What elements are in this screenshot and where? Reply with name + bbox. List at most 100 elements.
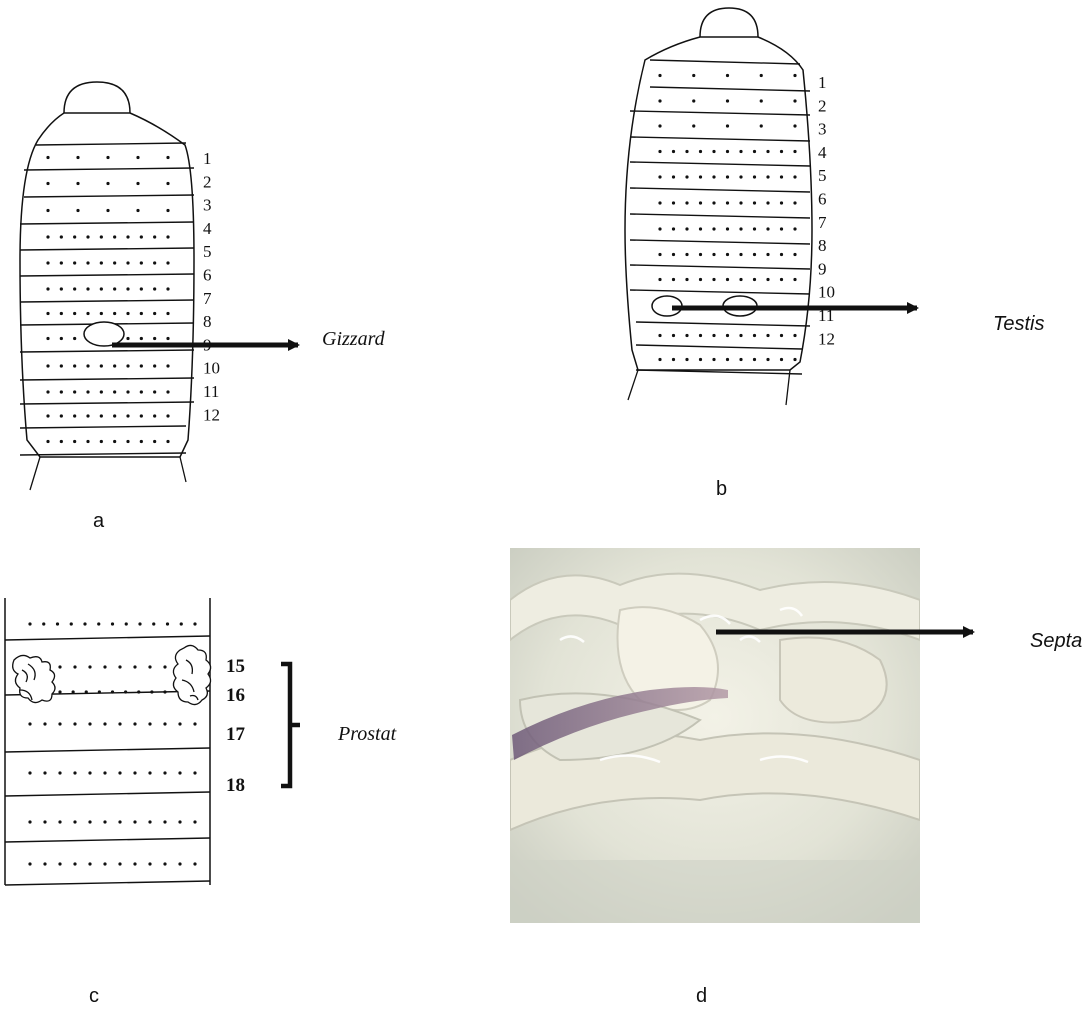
- setae-dot: [126, 312, 129, 315]
- setae-dot: [793, 358, 796, 361]
- setae-dot: [73, 261, 76, 264]
- setae-dot: [766, 358, 769, 361]
- setae-dot: [766, 227, 769, 230]
- panel-c-segment-dots: [28, 622, 196, 865]
- panel-c-caption: c: [89, 985, 99, 1007]
- setae-dot: [46, 156, 49, 159]
- panel-c-bracket: [281, 664, 300, 786]
- setae-dot: [73, 722, 76, 725]
- panel-a-segment-number: 11: [203, 382, 219, 401]
- setae-dot: [166, 287, 169, 290]
- setae-dot: [140, 440, 143, 443]
- panel-b-segment-number: 1: [818, 73, 827, 92]
- panel-a-segment-number: 2: [203, 172, 212, 191]
- setae-dot: [193, 622, 196, 625]
- panel-b-segment-number: 9: [818, 259, 827, 278]
- setae-dot: [46, 261, 49, 264]
- setae-dot: [658, 334, 661, 337]
- setae-dot: [699, 253, 702, 256]
- panel-a-body-outline: [20, 113, 194, 457]
- panel-b-segment-line: [630, 240, 810, 244]
- setae-dot: [178, 820, 181, 823]
- setae-dot: [148, 722, 151, 725]
- setae-dot: [73, 312, 76, 315]
- setae-dot: [58, 820, 61, 823]
- setae-dot: [58, 771, 61, 774]
- setae-dot: [125, 622, 128, 625]
- setae-dot: [712, 334, 715, 337]
- setae-dot: [28, 771, 31, 774]
- setae-dot: [793, 150, 796, 153]
- setae-dot: [73, 287, 76, 290]
- setae-dot: [692, 74, 695, 77]
- setae-dot: [780, 175, 783, 178]
- panel-b-segment-line: [636, 345, 802, 349]
- setae-dot: [126, 261, 129, 264]
- setae-dot: [103, 665, 106, 668]
- setae-dot: [98, 690, 101, 693]
- panel-c-segment-number: 17: [226, 724, 246, 745]
- panel-c-segment-line: [5, 881, 210, 885]
- panel-b-segment-number: 6: [818, 190, 827, 209]
- setae-dot: [73, 862, 76, 865]
- setae-dot: [28, 820, 31, 823]
- panel-b-caption: b: [716, 478, 727, 500]
- panel-a-segment-dots: [46, 156, 169, 443]
- setae-dot: [793, 201, 796, 204]
- setae-dot: [126, 235, 129, 238]
- setae-dot: [699, 175, 702, 178]
- panel-a-segment-number: 6: [203, 266, 212, 285]
- panel-c-organ-label: Prostat: [337, 723, 397, 745]
- setae-dot: [672, 201, 675, 204]
- setae-dot: [28, 722, 31, 725]
- setae-dot: [153, 337, 156, 340]
- setae-dot: [126, 440, 129, 443]
- setae-dot: [113, 390, 116, 393]
- setae-dot: [88, 665, 91, 668]
- panel-b-segment-number: 8: [818, 236, 827, 255]
- setae-dot: [73, 414, 76, 417]
- setae-dot: [113, 364, 116, 367]
- panel-b-segment-number: 5: [818, 166, 827, 185]
- panel-a-segment-line: [20, 378, 194, 380]
- panel-b-segment-line: [636, 322, 810, 326]
- setae-dot: [56, 622, 59, 625]
- setae-dot: [166, 622, 169, 625]
- setae-dot: [88, 722, 91, 725]
- setae-dot: [193, 862, 196, 865]
- setae-dot: [136, 182, 139, 185]
- setae-dot: [658, 74, 661, 77]
- panel-b-segment-line: [630, 188, 810, 192]
- setae-dot: [726, 150, 729, 153]
- setae-dot: [166, 312, 169, 315]
- setae-dot: [692, 124, 695, 127]
- setae-dot: [780, 227, 783, 230]
- panel-a-segment-number: 8: [203, 312, 212, 331]
- panel-a-segment-number: 3: [203, 196, 212, 215]
- setae-dot: [73, 390, 76, 393]
- setae-dot: [46, 287, 49, 290]
- setae-dot: [672, 227, 675, 230]
- setae-dot: [43, 722, 46, 725]
- panel-a-segment-number: 5: [203, 242, 212, 261]
- setae-dot: [166, 182, 169, 185]
- setae-dot: [793, 278, 796, 281]
- setae-dot: [153, 440, 156, 443]
- setae-dot: [137, 690, 140, 693]
- setae-dot: [712, 358, 715, 361]
- panel-c-segment-number: 18: [226, 775, 245, 796]
- setae-dot: [106, 182, 109, 185]
- setae-dot: [86, 390, 89, 393]
- setae-dot: [753, 278, 756, 281]
- setae-dot: [60, 337, 63, 340]
- panel-b-segment-line: [630, 111, 810, 115]
- setae-dot: [100, 235, 103, 238]
- setae-dot: [73, 337, 76, 340]
- panel-a-segment-line: [20, 248, 194, 250]
- setae-dot: [70, 622, 73, 625]
- panel-a-segment-number: 10: [203, 359, 220, 378]
- setae-dot: [140, 390, 143, 393]
- setae-dot: [672, 334, 675, 337]
- setae-dot: [692, 99, 695, 102]
